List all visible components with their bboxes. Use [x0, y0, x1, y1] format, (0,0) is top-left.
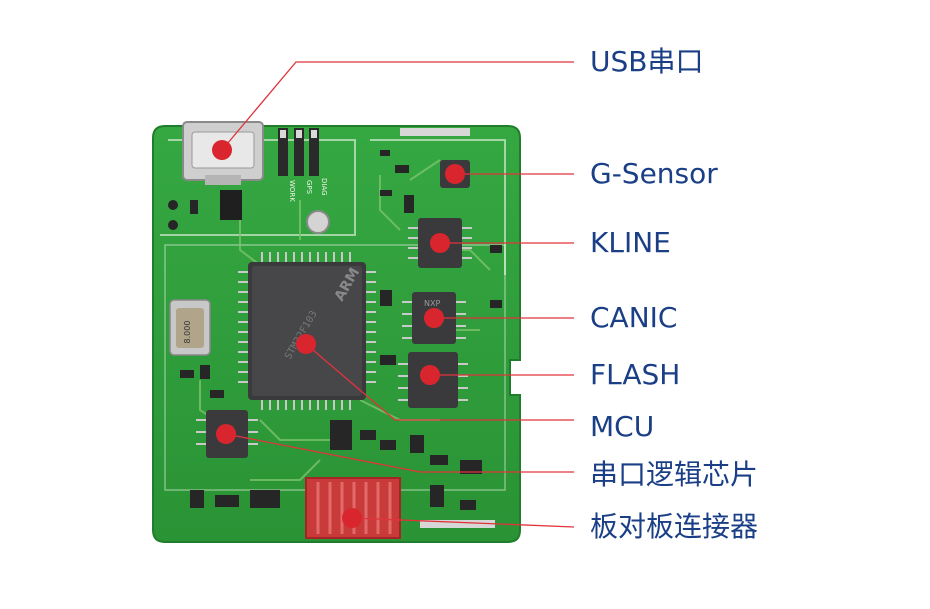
- label-kline: KLINE: [590, 226, 671, 259]
- edge-pad: [400, 128, 470, 136]
- edge-pad-bottom: [420, 520, 495, 528]
- silkscreen-outline-right: [370, 139, 506, 275]
- marker-connector: [342, 508, 362, 528]
- marker-serial: [216, 424, 236, 444]
- passive-components: [168, 150, 502, 510]
- mounting-hole: [306, 210, 330, 234]
- marker-canic: [424, 308, 444, 328]
- label-mcu: MCU: [590, 410, 655, 443]
- crystal-oscillator: 8.000: [169, 299, 211, 356]
- label-board-connector: 板对板连接器: [590, 510, 759, 543]
- callout-markers: [212, 140, 465, 528]
- label-canic: CANIC: [590, 301, 678, 334]
- board-connector: [305, 477, 401, 539]
- label-flash: FLASH: [590, 358, 681, 391]
- led-label-diag: DIAG: [320, 178, 328, 196]
- marker-gsensor: [445, 164, 465, 184]
- leader-connector: [351, 517, 575, 528]
- marker-flash: [420, 365, 440, 385]
- leader-mcu: [305, 343, 574, 421]
- marker-usb: [212, 140, 232, 160]
- label-gsensor: G-Sensor: [590, 157, 718, 190]
- led-label-work: WORK: [288, 180, 296, 202]
- mcu-chip: ARM STM32F103: [238, 252, 376, 410]
- can-chip-text: NXP: [424, 299, 440, 308]
- marker-kline: [430, 233, 450, 253]
- leader-serial: [225, 433, 574, 473]
- led-label-gps: GPS: [305, 180, 313, 195]
- label-serial-logic: 串口逻辑芯片: [590, 458, 759, 491]
- status-leds: [278, 128, 319, 176]
- callout-leader-lines: [221, 61, 575, 528]
- leader-usb: [221, 61, 574, 151]
- crystal-label: 8.000: [183, 321, 192, 344]
- marker-mcu: [296, 334, 316, 354]
- label-usb: USB串口: [590, 45, 704, 78]
